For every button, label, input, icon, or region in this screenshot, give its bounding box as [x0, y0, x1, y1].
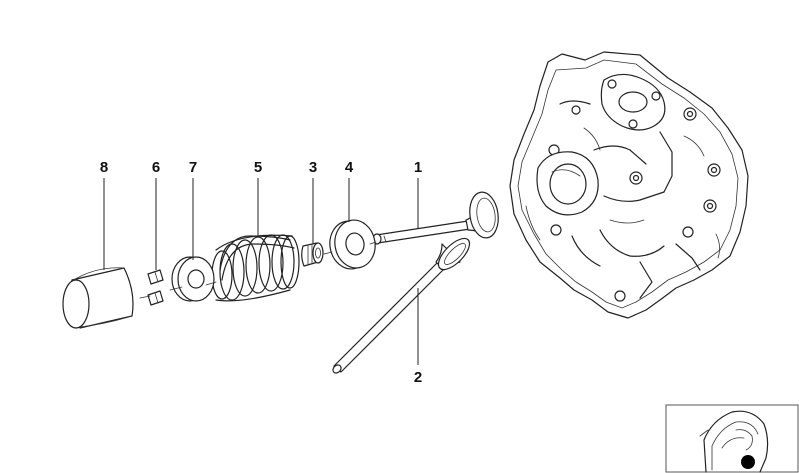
valve-keepers-part[interactable] — [147, 269, 164, 306]
callout-5[interactable]: 5 — [254, 159, 262, 176]
location-thumbnail-icon[interactable] — [665, 404, 799, 473]
callout-8[interactable]: 8 — [100, 159, 108, 176]
callout-labels: 8 6 7 5 3 4 1 2 — [100, 159, 422, 386]
callout-2[interactable]: 2 — [414, 369, 422, 386]
cylinder-head-icon — [509, 51, 749, 319]
valve-spring-part[interactable] — [211, 234, 300, 302]
spring-retainer-part[interactable] — [171, 256, 215, 302]
callout-1[interactable]: 1 — [414, 159, 422, 176]
highlight-dot — [741, 455, 755, 469]
valve-stem-seal-part[interactable] — [301, 242, 324, 267]
callout-4[interactable]: 4 — [345, 159, 354, 176]
assembly-axis-lines — [139, 241, 377, 299]
callout-leaders — [103, 178, 419, 365]
callout-3[interactable]: 3 — [309, 159, 317, 176]
callout-6[interactable]: 6 — [152, 159, 160, 176]
valve-exhaust-part[interactable] — [331, 233, 474, 374]
callout-7[interactable]: 7 — [189, 159, 197, 176]
bucket-tappet-part[interactable] — [62, 267, 134, 329]
valve-intake-part[interactable] — [372, 190, 501, 245]
spring-seat-washer-part[interactable] — [326, 217, 379, 272]
